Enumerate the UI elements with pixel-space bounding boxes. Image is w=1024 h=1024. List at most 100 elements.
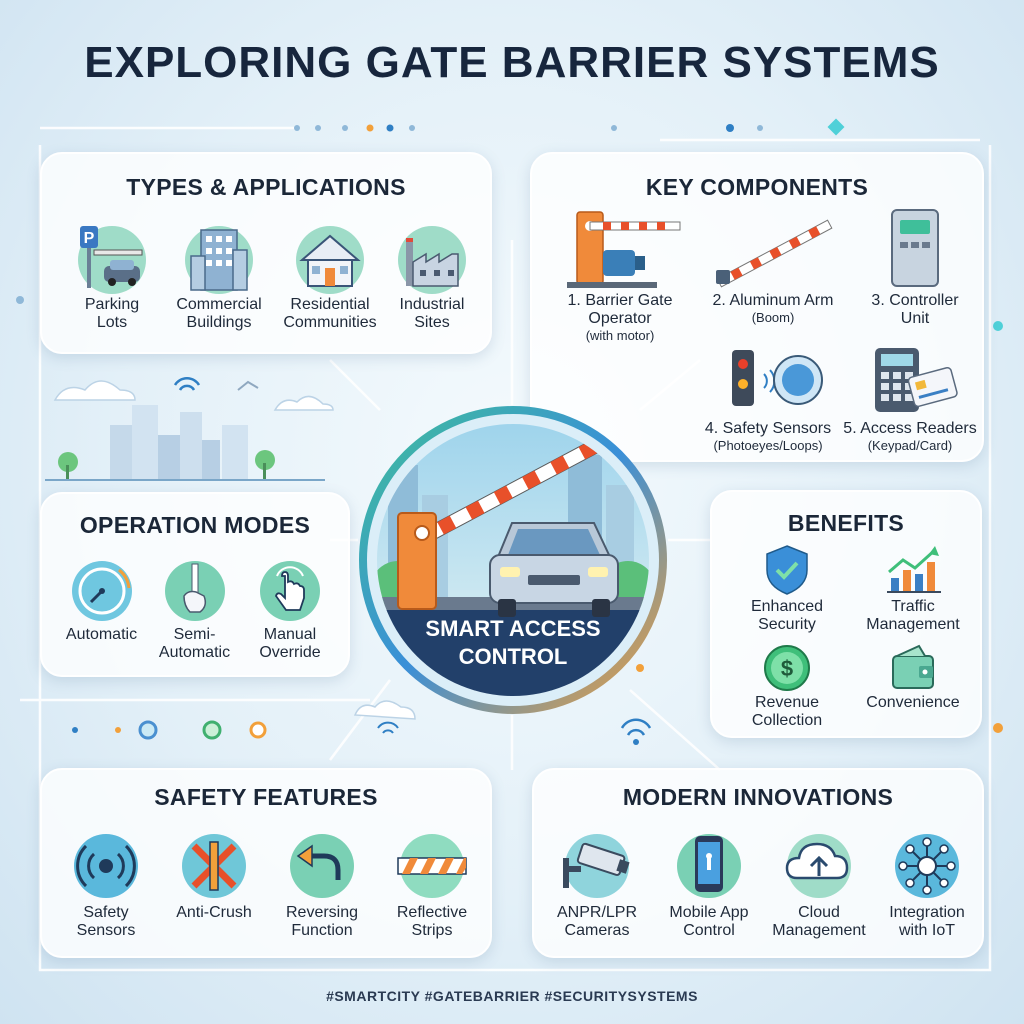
benefit-enhanced-security: Enhanced Security — [722, 542, 852, 634]
svg-text:P: P — [84, 230, 95, 247]
safety-anti-crush: Anti-Crush — [164, 828, 264, 922]
component-4-sub: (Photoeyes/Loops) — [713, 438, 823, 453]
component-2-sub: (Boom) — [751, 310, 795, 325]
hand-touch-icon — [260, 561, 320, 621]
innovation-anpr-label-1: ANPR/LPR — [556, 904, 638, 921]
benefit-traffic-management: Traffic Management — [848, 542, 978, 634]
keypad-card-icon — [875, 348, 958, 412]
factory-icon — [398, 226, 466, 294]
benefit-revenue-label-1: Revenue — [754, 694, 820, 711]
component-aluminum-arm: 2. Aluminum Arm (Boom) — [698, 206, 848, 325]
component-controller-unit: 3. Controller Unit — [850, 206, 980, 328]
innovation-mobile-label-2: Control — [683, 922, 735, 939]
mode-manual-label-1: Manual — [263, 626, 317, 643]
benefit-revenue-label-2: Collection — [751, 712, 823, 729]
reflective-strip-icon — [397, 834, 467, 898]
innovation-mobile-label-1: Mobile App — [669, 904, 749, 921]
benefit-traffic-label-2: Management — [866, 616, 960, 633]
mode-semi-label-2: Automatic — [158, 644, 231, 661]
key-components-title: KEY COMPONENTS — [645, 174, 869, 200]
center-label-line-1: SMART ACCESS — [425, 616, 601, 641]
benefit-security-label-1: Enhanced — [750, 598, 824, 615]
component-barrier-gate-operator: 1. Barrier Gate Operator (with motor) — [550, 206, 690, 343]
component-5-sub: (Keypad/Card) — [867, 438, 953, 453]
type-commercial-label-2: Buildings — [186, 314, 252, 331]
safety-reversing-function: Reversing Function — [272, 828, 372, 940]
safety-reflective-label-2: Strips — [411, 922, 453, 939]
type-commercial-label-1: Commercial — [176, 296, 262, 313]
benefit-traffic-label-1: Traffic — [891, 598, 935, 615]
hashtags: #SMARTCITY #GATEBARRIER #SECURITYSYSTEMS — [326, 988, 698, 1004]
controller-icon — [891, 209, 939, 287]
benefit-convenience-label: Convenience — [866, 694, 960, 711]
component-access-readers: 5. Access Readers (Keypad/Card) — [840, 344, 980, 453]
sensor-waves-icon — [74, 834, 138, 898]
mode-semi-automatic: Semi- Automatic — [147, 556, 242, 662]
dial-automatic-icon — [71, 561, 132, 621]
safety-anti-crush-label: Anti-Crush — [176, 904, 252, 921]
key-components-panel: KEY COMPONENTS 1. Barrier Gate Operator … — [530, 152, 984, 462]
benefit-convenience: Convenience — [848, 642, 978, 712]
type-industrial-sites: Industrial Sites — [382, 220, 482, 332]
benefits-panel: BENEFITS Enhanced Security Traffic Manag… — [710, 490, 982, 738]
lever-semi-automatic-icon — [164, 561, 225, 621]
house-icon — [296, 226, 364, 294]
safety-features-title: SAFETY FEATURES — [154, 784, 378, 810]
mode-automatic-label: Automatic — [65, 626, 138, 643]
cloud-upload-icon — [785, 834, 851, 898]
type-residential-communities: Residential Communities — [270, 220, 390, 332]
component-4-label-1: 4. Safety Sensors — [704, 420, 832, 437]
component-1-label-1: 1. Barrier Gate — [567, 292, 673, 309]
innovation-anpr-label-2: Cameras — [564, 922, 630, 939]
boom-arm-icon — [716, 219, 833, 288]
type-parking-label-1: Parking — [84, 296, 140, 313]
mode-manual-override: Manual Override — [240, 556, 340, 662]
innovation-cloud-label-2: Management — [772, 922, 866, 939]
dollar-coin-icon: $ — [764, 645, 810, 691]
safety-reflective-strips: Reflective Strips — [382, 828, 482, 940]
component-2-label-1: 2. Aluminum Arm — [712, 292, 834, 309]
type-industrial-label-1: Industrial — [399, 296, 465, 313]
mode-automatic: Automatic — [54, 556, 149, 644]
component-1-label-2: Operator — [588, 310, 652, 327]
type-residential-label-2: Communities — [283, 314, 377, 331]
photoeye-sensor-icon — [732, 350, 823, 406]
component-1-sub: (with motor) — [585, 328, 655, 343]
smartphone-icon — [677, 834, 741, 898]
modern-innovations-title: MODERN INNOVATIONS — [622, 784, 894, 810]
benefit-revenue-collection: $ Revenue Collection — [722, 642, 852, 730]
innovation-iot-label-2: with IoT — [898, 922, 955, 939]
iot-network-icon — [895, 834, 959, 898]
type-commercial-buildings: Commercial Buildings — [164, 220, 274, 332]
type-residential-label-1: Residential — [290, 296, 370, 313]
safety-features-panel: SAFETY FEATURES Safety Sensors Anti-Crus… — [40, 768, 492, 958]
safety-reflective-label-1: Reflective — [396, 904, 468, 921]
shield-check-icon — [766, 545, 808, 595]
component-3-label-2: Unit — [900, 310, 930, 327]
growth-chart-icon — [887, 546, 941, 593]
mode-semi-label-1: Semi- — [173, 626, 216, 643]
svg-text:$: $ — [781, 656, 793, 681]
camera-icon — [563, 834, 630, 898]
safety-reversing-label-2: Function — [291, 922, 353, 939]
operation-modes-title: OPERATION MODES — [79, 512, 311, 538]
smart-access-control-illustration: SMART ACCESS CONTROL — [358, 405, 668, 715]
innovation-cloud-label-1: Cloud — [798, 904, 840, 921]
center-barrier-car-illustration — [359, 406, 667, 714]
safety-sensors-label-2: Sensors — [76, 922, 136, 939]
center-label-line-2: CONTROL — [458, 644, 568, 669]
anti-crush-icon — [182, 834, 246, 898]
wallet-icon — [892, 644, 934, 689]
parking-icon: P — [78, 226, 146, 294]
innovation-iot-label-1: Integration — [889, 904, 965, 921]
center-label: SMART ACCESS CONTROL — [358, 615, 668, 671]
operation-modes-panel: OPERATION MODES Automatic Semi- Automati… — [40, 492, 350, 677]
innovation-mobile-app-control: Mobile App Control — [654, 828, 764, 940]
benefits-title: BENEFITS — [787, 510, 905, 536]
benefit-security-label-2: Security — [758, 616, 816, 633]
types-applications-panel: TYPES & APPLICATIONS P Parking Lots Comm… — [40, 152, 492, 354]
barrier-operator-icon — [567, 211, 681, 288]
reverse-arrow-icon — [290, 834, 354, 898]
modern-innovations-panel: MODERN INNOVATIONS ANPR/LPR Cameras Mobi… — [532, 768, 984, 958]
innovation-cloud-management: Cloud Management — [760, 828, 878, 940]
